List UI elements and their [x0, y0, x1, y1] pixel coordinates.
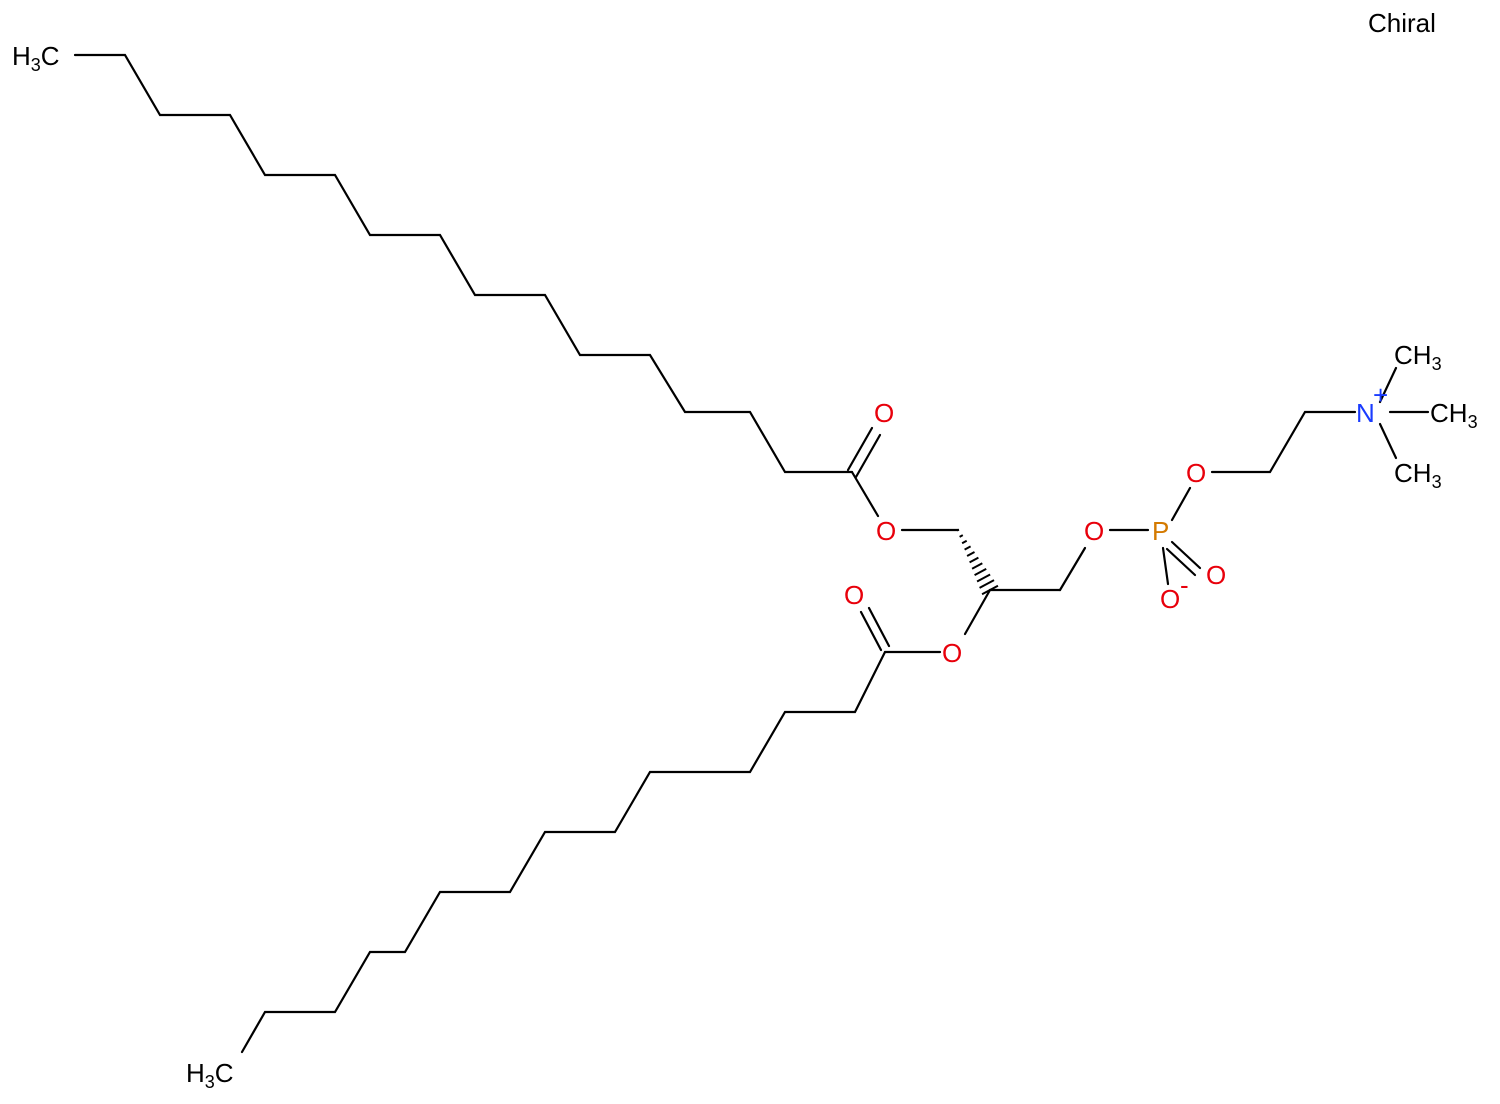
n-methyl-right-sub: 3: [1468, 412, 1478, 432]
n-methyl-bottom-sub: 3: [1432, 472, 1442, 492]
ester-group-2: [859, 606, 942, 654]
o-ester-2-label: O: [942, 638, 962, 668]
o-phosphate-choline-label: O: [1186, 458, 1206, 488]
n-methyl-right-label: CH3: [1430, 398, 1478, 432]
carbonyl-double-bond-1a: [846, 426, 874, 472]
choline-chain-bonds: [1210, 410, 1357, 474]
hash-stroke: [976, 573, 991, 583]
hash-stroke: [959, 534, 964, 538]
o-minus-charge: -: [1180, 570, 1189, 600]
methyl-bottom-sub: 3: [205, 1072, 215, 1092]
n-methyl-bottom-label: CH3: [1394, 458, 1442, 492]
n-plus-charge: +: [1373, 380, 1388, 410]
hash-stroke: [956, 528, 960, 532]
atom-labels: H3C O O O P O O O - N + CH3 CH3 CH3 O O …: [12, 41, 1478, 1092]
phosphorus-label: P: [1152, 516, 1169, 546]
nitrogen-label: N: [1356, 398, 1375, 428]
chain-top-bonds: [73, 53, 854, 474]
o-carbonyl-2-label: O: [844, 580, 864, 610]
n-methyl-bottom-bond: [1378, 422, 1398, 460]
methyl-top-sub: 3: [31, 55, 41, 75]
hash-stroke: [961, 539, 968, 545]
hash-stroke: [969, 556, 979, 564]
methyl-top-label: H3C: [12, 41, 60, 75]
methyl-top-h: H: [12, 41, 31, 71]
hash-stroke: [971, 562, 983, 570]
n-methyl-top-label: CH3: [1394, 340, 1442, 374]
hash-stroke: [974, 568, 987, 576]
chain-bottom: [240, 650, 887, 1054]
hash-stroke: [979, 579, 995, 589]
choline-group: [1210, 366, 1430, 474]
n-methyl-bottom-c: CH: [1394, 458, 1432, 488]
o-ester-1-label: O: [876, 516, 896, 546]
carbonyl-double-bond-2a: [859, 610, 883, 652]
p-o-double-bond-b: [1165, 547, 1197, 577]
hash-stroke: [966, 551, 975, 557]
carbonyl-double-bond-1b: [854, 433, 882, 479]
methyl-top-c: C: [41, 41, 60, 71]
o-phosphate-minus-label: O: [1160, 584, 1180, 614]
chain-bottom-bonds: [240, 650, 887, 1054]
o-glycerol-phosphate-label: O: [1084, 516, 1104, 546]
methyl-bottom-h: H: [186, 1058, 205, 1088]
hashed-wedge-bond: [956, 528, 999, 596]
n-methyl-top-c: CH: [1394, 340, 1432, 370]
p-o-bond-upper: [1170, 486, 1192, 522]
n-methyl-top-sub: 3: [1432, 354, 1442, 374]
methyl-bottom-label: H3C: [186, 1058, 234, 1092]
p-o-minus-bond: [1161, 546, 1170, 586]
p-o-double-bond-a: [1170, 540, 1202, 570]
glycerol-c2-o-bond: [963, 588, 992, 636]
n-methyl-top-bond: [1378, 366, 1398, 404]
chain-top: [73, 53, 854, 474]
methyl-bottom-c: C: [215, 1058, 234, 1088]
o-phosphate-double-label: O: [1206, 560, 1226, 590]
glycerol-c3-o-bond: [1058, 546, 1087, 592]
n-methyl-right-c: CH: [1430, 398, 1468, 428]
chiral-label: Chiral: [1368, 8, 1436, 38]
ester-group-1: [846, 426, 960, 532]
phosphate-group: [1108, 486, 1202, 586]
carbonyl-double-bond-2b: [867, 606, 891, 648]
glycerol-backbone: [956, 528, 1087, 636]
ester-bond-1: [850, 470, 880, 518]
hash-stroke: [964, 545, 972, 551]
o-carbonyl-1-label: O: [874, 398, 894, 428]
